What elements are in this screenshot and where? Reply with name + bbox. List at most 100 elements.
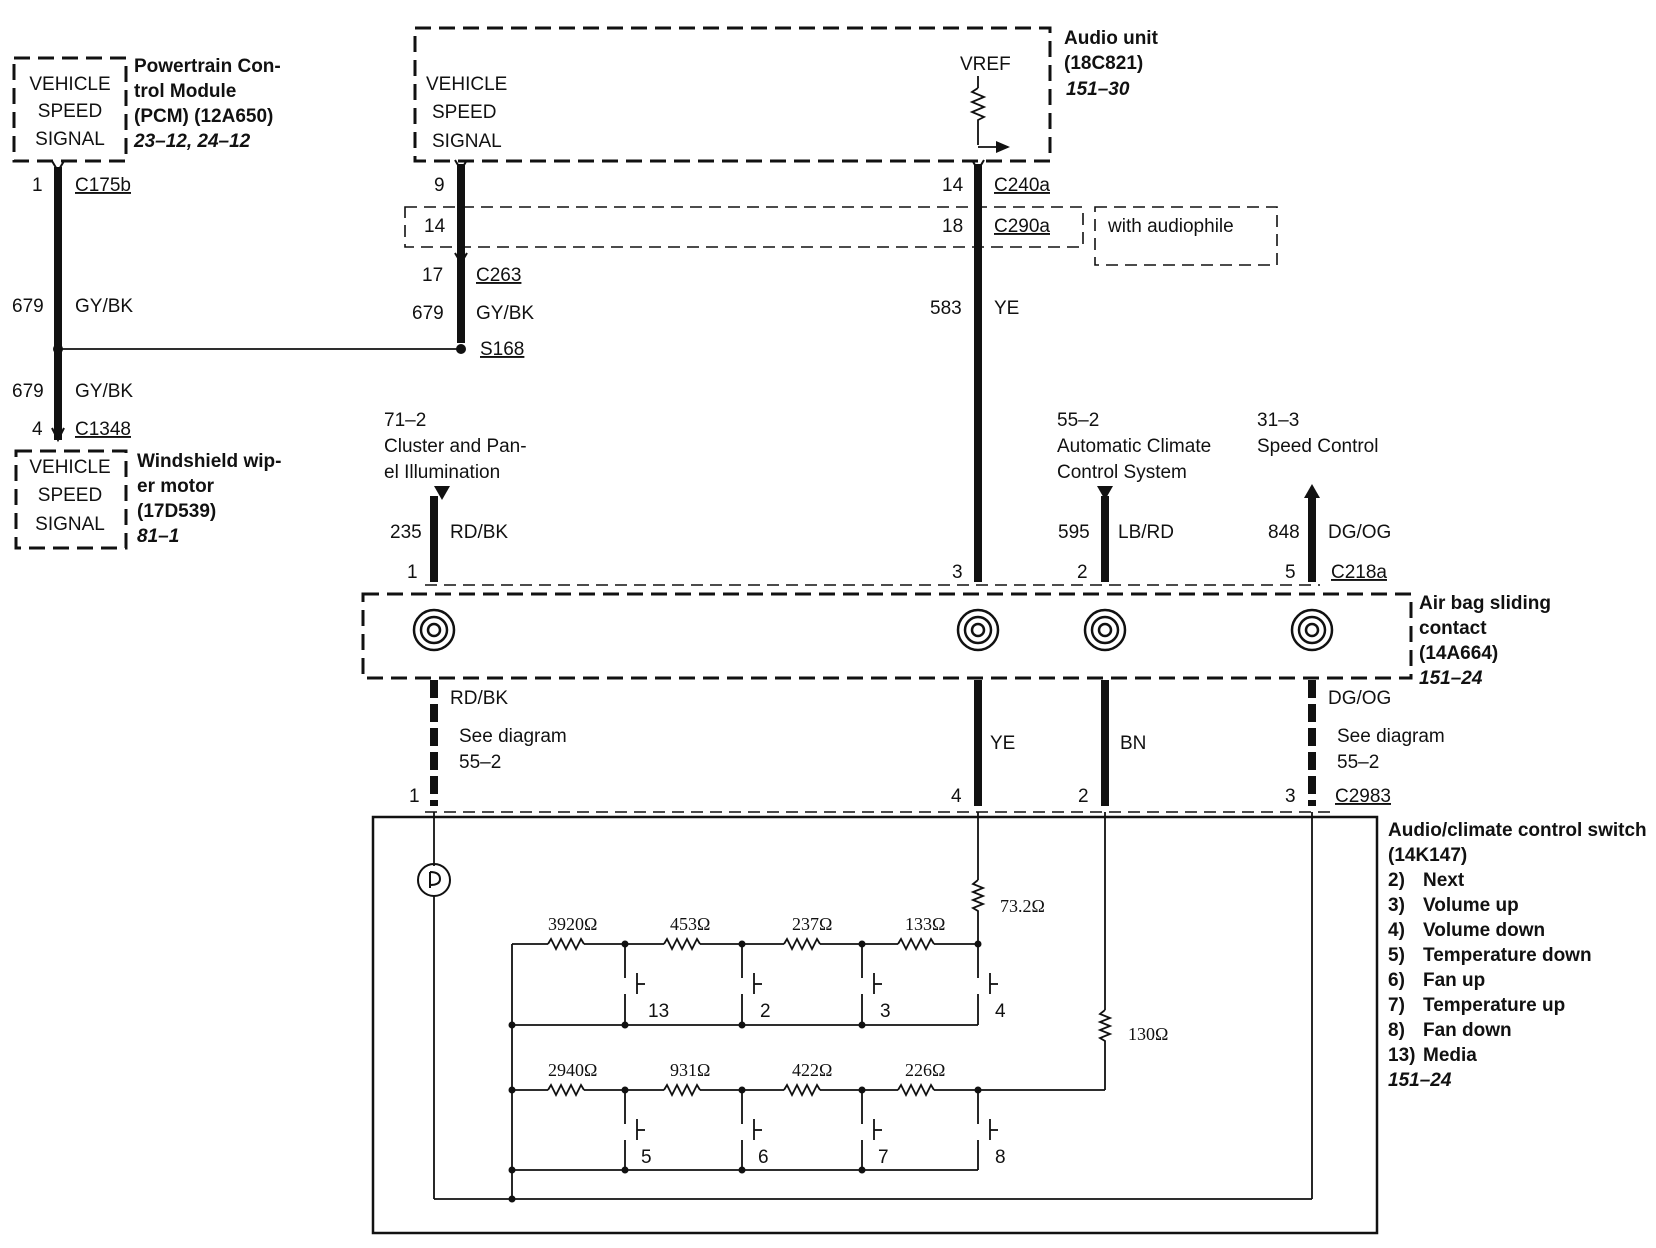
switch-3 (858, 940, 882, 1029)
circuit-583: 583 (930, 298, 962, 319)
connector-c263: C263 (476, 265, 521, 286)
pcm-box-line-1: VEHICLE (29, 74, 110, 95)
pin-9: 9 (434, 175, 445, 196)
connector-c175b: C175b (75, 175, 131, 196)
connector-arrow-c1348 (51, 427, 65, 443)
resistor-226-label: 226Ω (905, 1060, 945, 1080)
airbag-title-line-2: contact (1419, 618, 1487, 639)
splice-s168-label: S168 (480, 339, 524, 360)
audio-box-line-2: SPEED (432, 102, 496, 123)
switch-5 (621, 1086, 645, 1174)
connector-c2983: C2983 (1335, 786, 1391, 807)
switch-box (371, 815, 1379, 1235)
pin-1-c2983: 1 (409, 786, 420, 807)
connector-c290a: C290a (994, 216, 1050, 237)
resistor-226 (897, 1082, 935, 1098)
wiper-title-line-2: er motor (137, 476, 215, 497)
ladder2-bottom-left-node (508, 1166, 516, 1174)
color-dgog-lower: DG/OG (1328, 688, 1391, 709)
circuit-679-c: 679 (412, 303, 444, 324)
vref-ground-arrow (996, 141, 1010, 153)
audio-title-line-1: Audio unit (1064, 28, 1159, 49)
audiophile-box (1094, 206, 1278, 266)
switch-2-label: 2 (760, 1001, 771, 1022)
function-label-volume-down: Volume down (1423, 920, 1545, 941)
color-rdbk-lower: RD/BK (450, 688, 508, 709)
switch-4-label: 4 (995, 1001, 1006, 1022)
resistor-2940 (547, 1082, 585, 1098)
color-rdbk-upper: RD/BK (450, 522, 508, 543)
pin-14-c290a: 14 (424, 216, 446, 237)
switch-function-list: 2) Next 3) Volume up 4) Volume down 5) T… (1388, 870, 1592, 1066)
resistor-130-label: 130Ω (1128, 1024, 1168, 1044)
pin-c175b: 1 (32, 175, 43, 196)
pin-1-c218a: 1 (407, 562, 418, 583)
climate-arrow-icon (1097, 486, 1113, 500)
resistor-73-2 (970, 879, 986, 944)
color-gybk-b: GY/BK (75, 381, 133, 402)
switch-4 (974, 940, 998, 1025)
see-diagram-right-line-2: 55–2 (1337, 752, 1379, 773)
speed-arrow-icon (1304, 484, 1320, 498)
pcm-title-line-1: Powertrain Con- (134, 56, 281, 77)
audiophile-label: with audiophile (1107, 216, 1234, 237)
clockspring-coil-3-icon (1083, 608, 1127, 652)
function-label-temp-up: Temperature up (1423, 995, 1565, 1016)
function-label-temp-down: Temperature down (1423, 945, 1592, 966)
resistor-73-2-label: 73.2Ω (1000, 896, 1045, 916)
switch-8-label: 8 (995, 1147, 1006, 1168)
function-label-volume-up: Volume up (1423, 895, 1519, 916)
connector-c1348: C1348 (75, 419, 131, 440)
pin-5-c218a: 5 (1285, 562, 1296, 583)
airbag-ref: 151–24 (1419, 668, 1483, 689)
resistor-931 (663, 1082, 701, 1098)
switch-5-label: 5 (641, 1147, 652, 1168)
resistor-422-label: 422Ω (792, 1060, 832, 1080)
pin-2-c2983: 2 (1078, 786, 1089, 807)
pin-c1348: 4 (32, 419, 43, 440)
switch-title-line-2: (14K147) (1388, 845, 1467, 866)
resistor-133 (897, 936, 935, 952)
function-num-2: 2) (1388, 870, 1405, 891)
pin-18: 18 (942, 216, 963, 237)
resistor-422 (783, 1082, 821, 1098)
airbag-contact-box (361, 592, 1413, 680)
switch-7 (858, 1086, 882, 1174)
switch-13-label: 13 (648, 1001, 669, 1022)
wiper-box-line-3: SIGNAL (35, 514, 105, 535)
resistor-2940-label: 2940Ω (548, 1060, 597, 1080)
resistor-453 (663, 936, 701, 952)
function-num-8: 8) (1388, 1020, 1405, 1041)
function-num-5: 5) (1388, 945, 1405, 966)
airbag-title-line-1: Air bag sliding (1419, 593, 1551, 614)
color-gybk-a: GY/BK (75, 296, 133, 317)
switch-internal-circuit: 73.2Ω 130Ω 3920Ω 453Ω 237Ω 133Ω (417, 812, 1313, 1200)
pin-4-c2983: 4 (951, 786, 962, 807)
audio-box-line-1: VEHICLE (426, 74, 507, 95)
climate-name-line-2: Control System (1057, 462, 1187, 483)
pcm-title-line-2: trol Module (134, 81, 236, 102)
audio-title-line-2: (18C821) (1064, 53, 1143, 74)
audio-box-line-3: SIGNAL (432, 131, 502, 152)
function-num-3: 3) (1388, 895, 1405, 916)
resistor-931-label: 931Ω (670, 1060, 710, 1080)
illumination-lamp-icon (417, 863, 451, 897)
pcm-title-line-3: (PCM) (12A650) (134, 106, 273, 127)
see-diagram-left-line-1: See diagram (459, 726, 567, 747)
audio-ref: 151–30 (1066, 79, 1130, 100)
connector-arrow-c175b (51, 160, 65, 173)
function-num-4: 4) (1388, 920, 1405, 941)
pcm-box-line-2: SPEED (38, 101, 102, 122)
pcm-box-line-3: SIGNAL (35, 129, 105, 150)
circuit-235: 235 (390, 522, 422, 543)
color-gybk-c: GY/BK (476, 303, 534, 324)
switch-7-label: 7 (878, 1147, 889, 1168)
connector-c240a: C240a (994, 175, 1050, 196)
climate-name-line-1: Automatic Climate (1057, 436, 1211, 457)
speed-name-line-1: Speed Control (1257, 436, 1378, 457)
resistor-133-label: 133Ω (905, 914, 945, 934)
pin-17: 17 (422, 265, 443, 286)
switch-title-line-1: Audio/climate control switch (1388, 820, 1647, 841)
circuit-848: 848 (1268, 522, 1300, 543)
connector-arrow-c240a (971, 159, 985, 172)
